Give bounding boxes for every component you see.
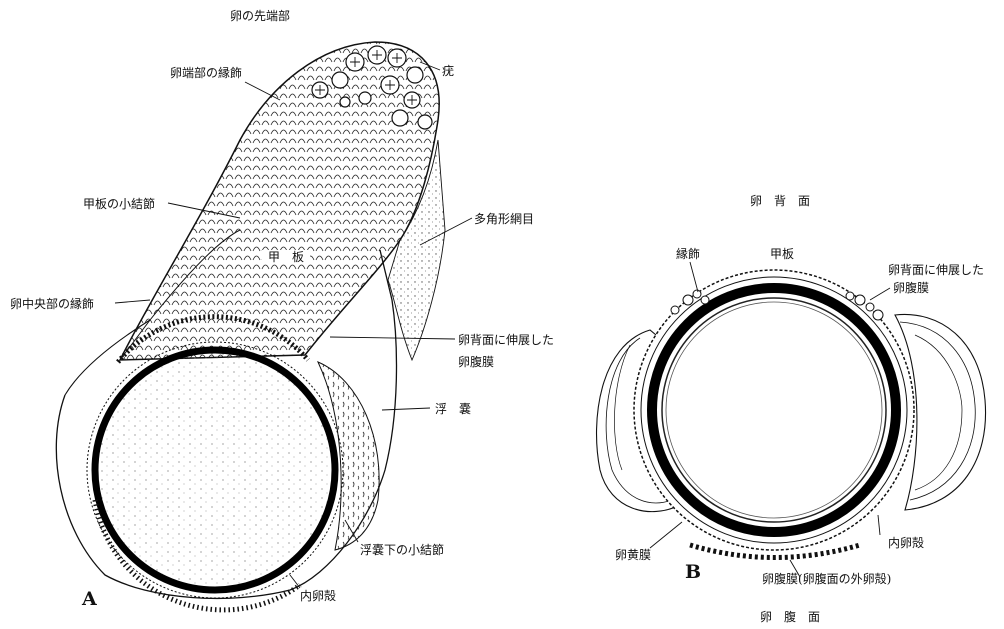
label-carapace-nodule: 甲板の小結節 bbox=[83, 197, 155, 211]
label-border-b: 縁飾 bbox=[676, 247, 700, 261]
figure-letter-a: A bbox=[82, 592, 97, 606]
figure-letter-b: B bbox=[685, 565, 701, 579]
label-inner-shell-a: 内卵殻 bbox=[300, 589, 336, 603]
figure-a-drawing bbox=[56, 42, 445, 610]
label-float: 浮 嚢 bbox=[435, 402, 471, 416]
label-carapace-b: 甲板 bbox=[770, 247, 794, 261]
label-middle-border: 卵中央部の縁飾 bbox=[10, 297, 94, 311]
label-carapace-a: 甲 板 bbox=[262, 250, 310, 264]
label-yolk-membrane: 卵黄膜 bbox=[615, 548, 651, 562]
label-dorsal-ventral-a2: 卵腹膜 bbox=[458, 355, 494, 369]
label-tip-border: 卵端部の縁飾 bbox=[170, 66, 242, 80]
label-tubercle: 疣 bbox=[442, 64, 454, 78]
label-dorsal-surface: 卵 背 面 bbox=[750, 194, 810, 208]
label-inner-shell-b: 内卵殻 bbox=[888, 536, 924, 550]
label-tip: 卵の先端部 bbox=[230, 9, 290, 23]
label-ventral-surface: 卵 腹 面 bbox=[760, 610, 820, 624]
label-dorsal-ventral-b1: 卵背面に伸展した bbox=[888, 263, 984, 277]
label-float-nodule: 浮嚢下の小結節 bbox=[360, 543, 444, 557]
label-dorsal-ventral-a1: 卵背面に伸展した bbox=[458, 333, 554, 347]
label-dorsal-ventral-b2: 卵腹膜 bbox=[893, 281, 929, 295]
label-polygon-mesh: 多角形網目 bbox=[474, 212, 534, 226]
label-ventral-membrane: 卵腹膜(卵腹面の外卵殻) bbox=[762, 572, 891, 586]
figure-b-drawing bbox=[597, 270, 986, 558]
